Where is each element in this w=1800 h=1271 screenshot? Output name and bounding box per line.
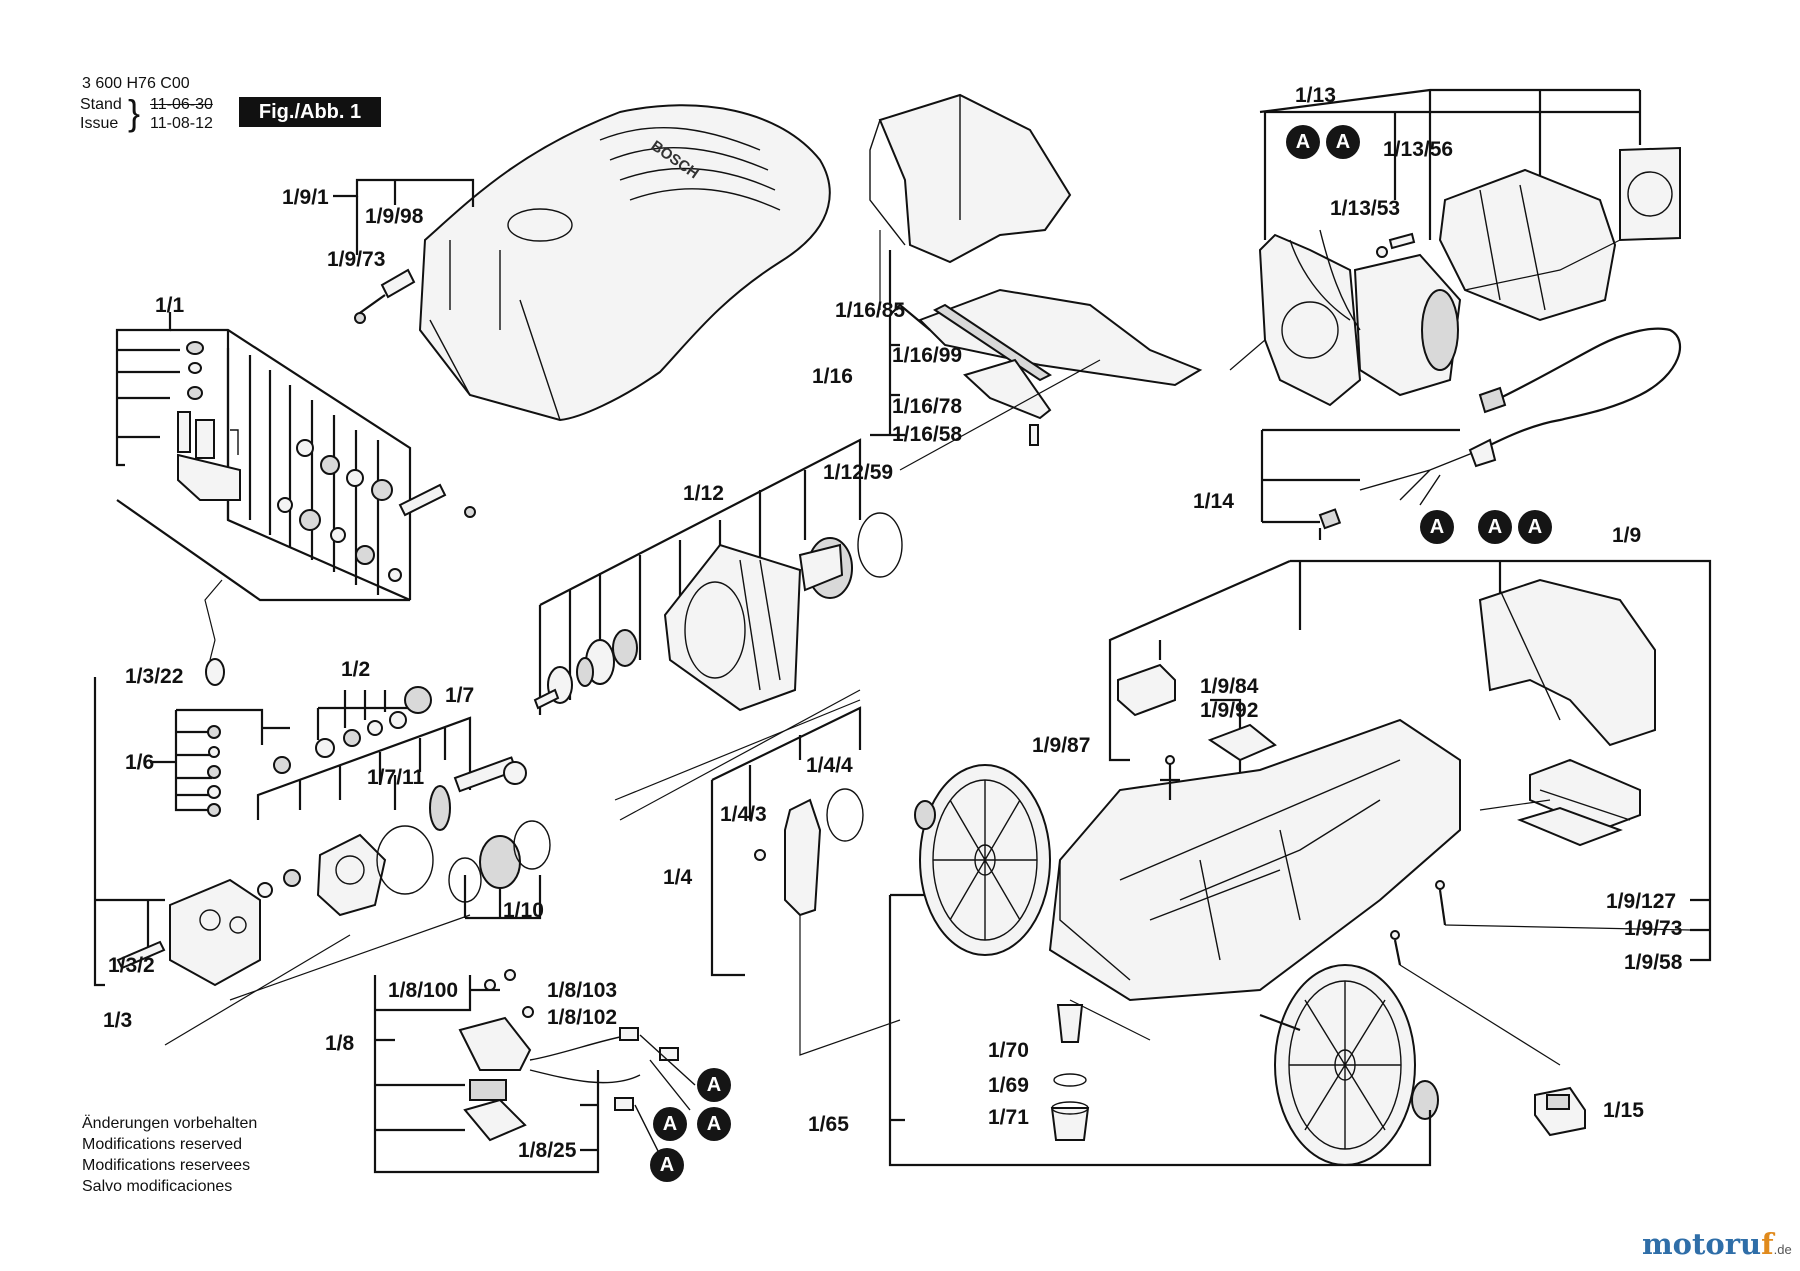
callout-1-16-78: 1/16/78 bbox=[892, 395, 963, 418]
callout-1-9-98: 1/9/98 bbox=[365, 205, 424, 228]
connector-a-badge: A bbox=[1420, 510, 1454, 544]
switch-part bbox=[1534, 1086, 1586, 1137]
stand-label: Stand bbox=[80, 96, 122, 113]
callout-1-3-2: 1/3/2 bbox=[108, 954, 155, 977]
issue-label: Issue bbox=[80, 115, 119, 132]
callout-1-71: 1/71 bbox=[988, 1106, 1029, 1129]
note-line: Modifications reservees bbox=[82, 1157, 251, 1174]
callout-1-8: 1/8 bbox=[325, 1032, 355, 1055]
callout-1-3-22: 1/3/22 bbox=[125, 665, 184, 688]
connector-a-badge: A bbox=[650, 1148, 684, 1182]
callout-1-9: 1/9 bbox=[1612, 524, 1642, 547]
brace-glyph: } bbox=[128, 92, 141, 133]
callout-1-10: 1/10 bbox=[503, 899, 544, 922]
watermark-accent: f bbox=[1761, 1227, 1774, 1261]
pin-part bbox=[380, 268, 416, 299]
callout-1-7-11: 1/7/11 bbox=[367, 766, 425, 789]
callout-1-9-84: 1/9/84 bbox=[1200, 675, 1259, 698]
doc-number: 3 600 H76 C00 bbox=[82, 75, 190, 92]
connector-a-badge: A bbox=[653, 1107, 687, 1141]
callout-1-16: 1/16 bbox=[812, 365, 853, 388]
connector-a-badge: A bbox=[697, 1068, 731, 1102]
callout-1-9-58: 1/9/58 bbox=[1624, 951, 1683, 974]
callout-1-8-103: 1/8/103 bbox=[547, 979, 618, 1002]
callout-1-3: 1/3 bbox=[103, 1009, 133, 1032]
callout-1-16-85: 1/16/85 bbox=[835, 299, 906, 322]
spring-part bbox=[205, 658, 225, 686]
callout-1-8-25: 1/8/25 bbox=[518, 1139, 577, 1162]
wheel-leader bbox=[888, 893, 1432, 1167]
callout-1-13-53: 1/13/53 bbox=[1330, 197, 1401, 220]
watermark-main: motoru bbox=[1642, 1227, 1762, 1261]
callout-1-6: 1/6 bbox=[125, 751, 155, 774]
note-line: Modifications reserved bbox=[82, 1136, 243, 1153]
motor-parts bbox=[1229, 88, 1681, 407]
callout-1-70: 1/70 bbox=[988, 1039, 1029, 1062]
callout-1-9-73-top: 1/9/73 bbox=[327, 248, 386, 271]
callout-1-9-87: 1/9/87 bbox=[1032, 734, 1091, 757]
connector-a-badge: A bbox=[1478, 510, 1512, 544]
callout-1-4-3: 1/4/3 bbox=[720, 803, 767, 826]
callout-1-9-127: 1/9/127 bbox=[1606, 890, 1677, 913]
callout-1-12-59: 1/12/59 bbox=[823, 461, 894, 484]
callout-1-2: 1/2 bbox=[341, 658, 371, 681]
inlet-parts bbox=[1050, 999, 1151, 1141]
wheel-right-part bbox=[1259, 964, 1439, 1166]
callout-1-1: 1/1 bbox=[155, 294, 185, 317]
pump-head-parts bbox=[116, 725, 471, 1046]
leader-lines bbox=[93, 178, 542, 987]
hose-holder-parts bbox=[869, 93, 1203, 471]
callout-1-8-100: 1/8/100 bbox=[388, 979, 459, 1002]
callout-1-14: 1/14 bbox=[1193, 490, 1234, 513]
power-cable-part bbox=[1260, 327, 1682, 540]
callout-1-13: 1/13 bbox=[1295, 84, 1336, 107]
callout-1-15: 1/15 bbox=[1603, 1099, 1644, 1122]
base-frame-parts bbox=[1048, 559, 1712, 1066]
stand-date: 11-06-30 bbox=[150, 96, 213, 113]
watermark-logo: motoruf.de bbox=[1642, 1227, 1792, 1261]
connector-a-badge: A bbox=[1326, 125, 1360, 159]
callout-1-9-1: 1/9/1 bbox=[282, 186, 329, 209]
callout-1-16-99: 1/16/99 bbox=[892, 344, 963, 367]
callout-1-16-58: 1/16/58 bbox=[892, 423, 963, 446]
nozzle-parts bbox=[619, 689, 901, 1056]
note-line: Salvo modificaciones bbox=[82, 1178, 233, 1195]
callout-1-69: 1/69 bbox=[988, 1074, 1029, 1097]
connector-a-badge: A bbox=[1518, 510, 1552, 544]
connector-a-badge: A bbox=[1286, 125, 1320, 159]
watermark-tld: .de bbox=[1773, 1242, 1792, 1257]
callout-1-7: 1/7 bbox=[445, 684, 475, 707]
callout-1-12: 1/12 bbox=[683, 482, 724, 505]
note-line: Änderungen vorbehalten bbox=[82, 1115, 258, 1132]
issue-date: 11-08-12 bbox=[150, 115, 213, 132]
callout-1-13-56: 1/13/56 bbox=[1383, 138, 1454, 161]
callout-1-4: 1/4 bbox=[663, 866, 693, 889]
valve-parts bbox=[177, 341, 476, 582]
callout-1-9-92: 1/9/92 bbox=[1200, 699, 1259, 722]
figure-label: Fig./Abb. 1 bbox=[239, 97, 381, 127]
callout-1-65: 1/65 bbox=[808, 1113, 849, 1136]
top-cover-part bbox=[418, 104, 831, 422]
callout-1-9-73-right: 1/9/73 bbox=[1624, 917, 1683, 940]
connector-a-badge: A bbox=[697, 1107, 731, 1141]
callout-1-4-4: 1/4/4 bbox=[806, 754, 853, 777]
gearbox-parts bbox=[533, 438, 903, 801]
callout-1-8-102: 1/8/102 bbox=[547, 1006, 618, 1029]
piston-parts bbox=[257, 686, 551, 917]
wheel-left-part bbox=[914, 764, 1051, 956]
electronics-parts bbox=[373, 969, 696, 1174]
